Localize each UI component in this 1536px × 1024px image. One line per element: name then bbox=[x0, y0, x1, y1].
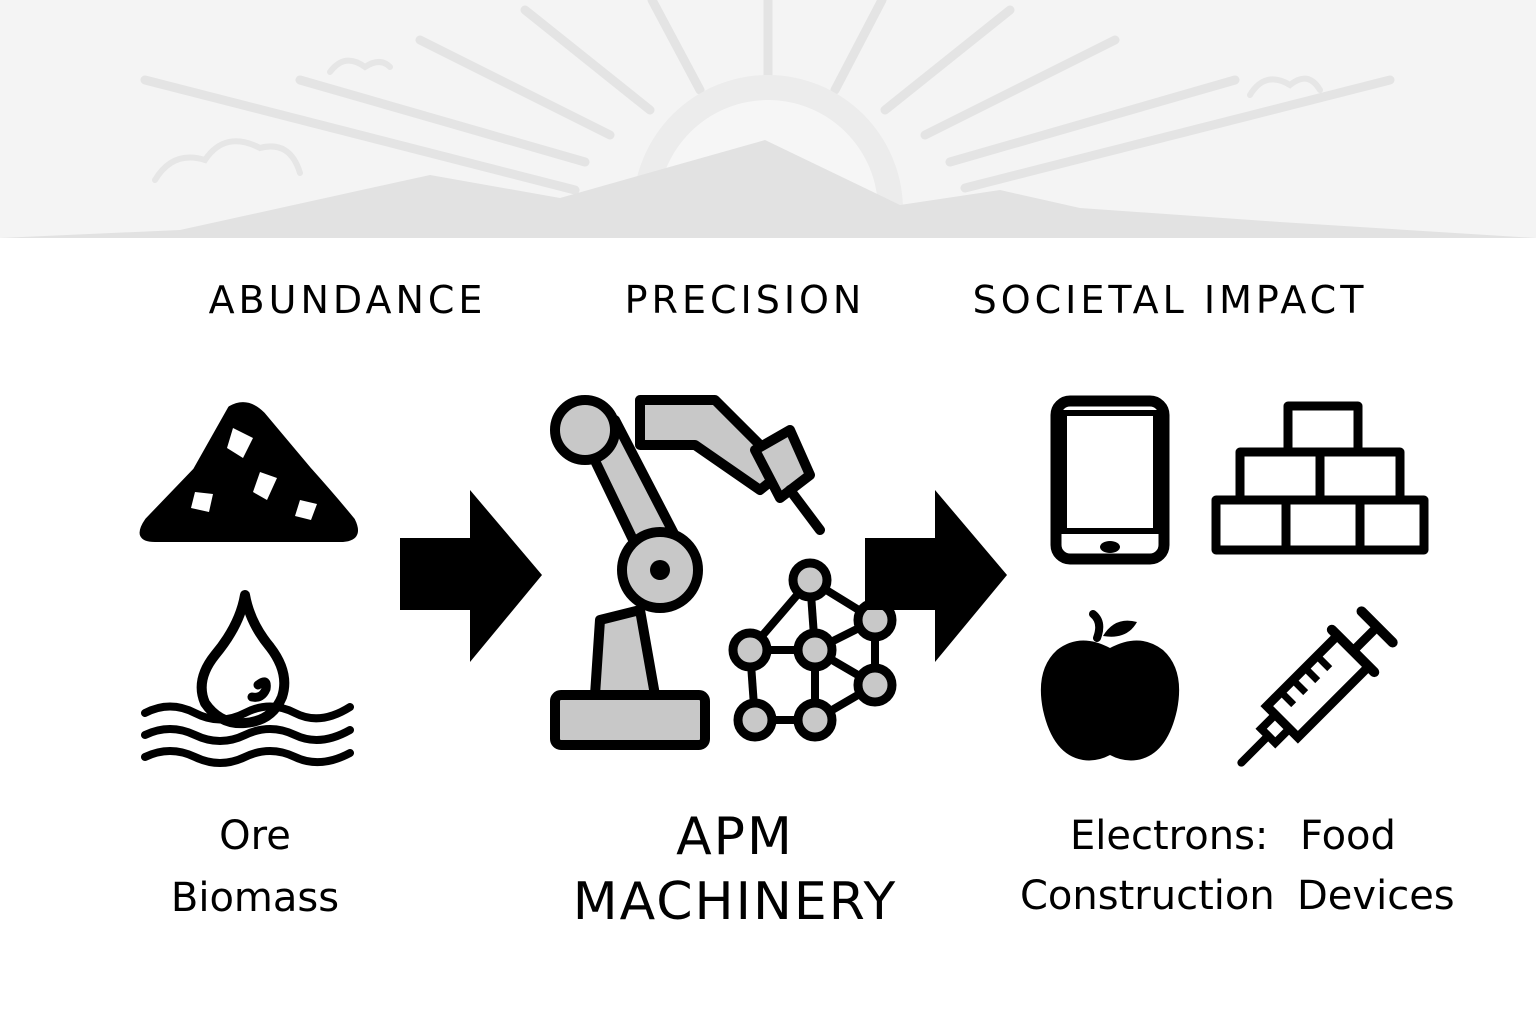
arrow-right-icon bbox=[865, 490, 1007, 662]
arrow-right-icon bbox=[400, 490, 542, 662]
smartphone-icon bbox=[1050, 395, 1170, 565]
heading-precision: PRECISION bbox=[624, 278, 866, 322]
label-biomass: Biomass bbox=[170, 875, 340, 921]
label-electrons: Electrons: bbox=[1070, 813, 1269, 859]
label-machinery: MACHINERY bbox=[572, 872, 898, 932]
molecular-lattice-icon bbox=[728, 558, 897, 742]
label-construction: Construction bbox=[1020, 873, 1275, 919]
apple-icon bbox=[1040, 610, 1180, 761]
sunrise-mountains-icon bbox=[0, 0, 1536, 238]
label-ore: Ore bbox=[219, 813, 291, 859]
water-drop-waves-icon bbox=[141, 590, 354, 767]
label-devices: Devices bbox=[1297, 873, 1455, 919]
label-food: Food bbox=[1300, 813, 1396, 859]
syringe-icon bbox=[1237, 606, 1398, 767]
heading-abundance: ABUNDANCE bbox=[208, 278, 487, 322]
brick-stack-icon bbox=[1211, 401, 1429, 555]
ore-pile-icon bbox=[139, 402, 358, 542]
robotic-arm-icon bbox=[550, 395, 825, 750]
heading-societal-impact: SOCIETAL IMPACT bbox=[972, 278, 1368, 322]
label-apm: APM bbox=[676, 807, 794, 867]
